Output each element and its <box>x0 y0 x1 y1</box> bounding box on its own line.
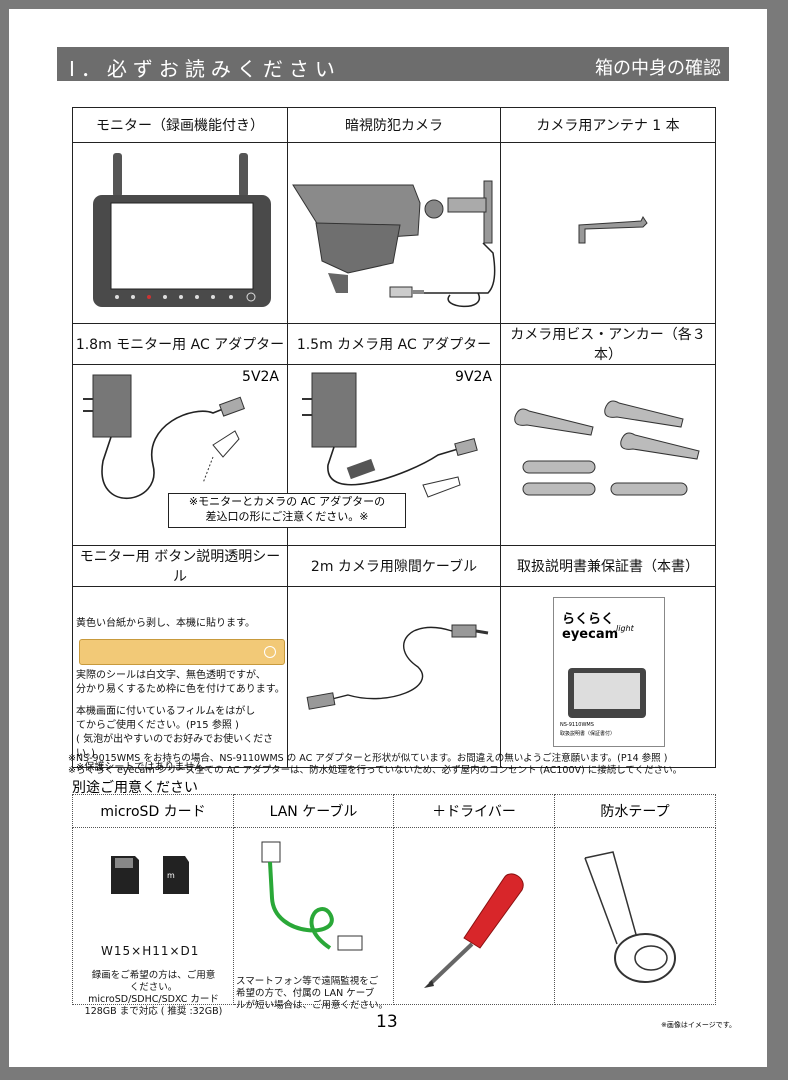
screwdriver-illustration <box>424 873 524 988</box>
lan-note: スマートフォン等で遠隔監視をご 希望の方で、付属の LAN ケーブ ルが短い場合… <box>236 976 389 1011</box>
monitor-adapter-illustration <box>83 374 245 500</box>
manual-cell: らくらくeyecam light NS-9110WMS 取扱説明書（保証書付） <box>500 586 716 768</box>
camera-adapter-voltage: 9V2A <box>455 369 492 385</box>
item-cable-label: 2m カメラ用隙間ケーブル <box>287 545 501 587</box>
contents-table: モニター（録画機能付き） 暗視防犯カメラ カメラ用アンテナ 1 本 <box>72 107 716 773</box>
screws-illustration <box>514 400 700 496</box>
antenna-illustration <box>578 216 648 244</box>
film-note: 本機画面に付いているフィルムをはがし てからご使用ください。(P15 参照 ) … <box>76 706 274 773</box>
manual-title: 取扱説明書（保証書付） <box>560 731 616 737</box>
screws-cell <box>500 364 716 546</box>
section-header: I．必ずお読みください 箱の中身の確認 <box>57 47 729 81</box>
camera-illustration <box>292 180 496 308</box>
antenna-image-cell <box>500 142 716 324</box>
seal-note: 実際のシールは白文字、無色透明ですが、 分かり易くするため枠に色を付けてあります… <box>76 670 285 695</box>
item-screws-label: カメラ用ビス・アンカー（各３本） <box>500 323 716 365</box>
extra-sd-label: microSD カード <box>72 794 234 828</box>
adapter-warning: ※モニターとカメラの AC アダプターの 差込口の形にご注意ください。※ <box>168 493 406 528</box>
camera-adapter-illustration <box>302 372 478 498</box>
monitor-adapter-voltage: 5V2A <box>242 369 279 385</box>
manual-light: light <box>616 624 634 633</box>
item-manual-label: 取扱説明書兼保証書（本書） <box>500 545 716 587</box>
section-subtitle: 箱の中身の確認 <box>595 58 721 79</box>
sd-cell: m W15×H11×D1 録画をご希望の方は、ご用意 ください。 microSD… <box>72 827 234 1017</box>
monitor-illustration <box>93 153 271 307</box>
image-footnote: ※画像はイメージです。 <box>660 1021 736 1029</box>
item-antenna-label: カメラ用アンテナ 1 本 <box>500 107 716 143</box>
manual-brand: らくらくeyecam <box>562 612 619 642</box>
camera-image-cell <box>287 142 501 324</box>
tape-illustration <box>584 851 676 983</box>
notes: ※NS-9015WMS をお持ちの場合、NS-9110WMS の AC アダプタ… <box>68 753 683 776</box>
lan-cable-illustration <box>261 841 363 951</box>
extras-title: 別途ご用意ください <box>72 780 198 796</box>
extra-driver-label: ＋ドライバー <box>393 794 555 828</box>
lan-cell: スマートフォン等で遠隔監視をご 希望の方で、付属の LAN ケーブ ルが短い場合… <box>233 827 394 1011</box>
seal-instruction: 黄色い台紙から剥し、本機に貼ります。 <box>76 618 255 629</box>
item-monitor-label: モニター（録画機能付き） <box>72 107 288 143</box>
cable-cell <box>287 586 501 768</box>
tape-cell <box>554 827 716 1005</box>
extras-table: microSD カード LAN ケーブル ＋ドライバー 防水テープ m W15×… <box>72 794 716 1017</box>
section-title: I．必ずお読みください <box>69 57 341 81</box>
cable-illustration <box>306 624 489 710</box>
seal-sample <box>79 639 285 665</box>
item-camera-label: 暗視防犯カメラ <box>287 107 501 143</box>
extra-lan-label: LAN ケーブル <box>233 794 394 828</box>
manual-model: NS-9110WMS <box>560 722 594 728</box>
seal-cell: 黄色い台紙から剥し、本機に貼ります。 実際のシールは白文字、無色透明ですが、 分… <box>72 586 288 773</box>
manual-cover: らくらくeyecam light NS-9110WMS 取扱説明書（保証書付） <box>553 597 665 747</box>
extra-tape-label: 防水テープ <box>554 794 716 828</box>
sd-size: W15×H11×D1 <box>101 944 200 958</box>
item-seal-label: モニター用 ボタン説明透明シール <box>72 545 288 587</box>
sd-note: 録画をご希望の方は、ご用意 ください。 microSD/SDHC/SDXC カー… <box>84 970 223 1017</box>
driver-cell <box>393 827 555 1005</box>
item-camera-adapter-label: 1.5m カメラ用 AC アダプター <box>287 323 501 365</box>
item-monitor-adapter-label: 1.8m モニター用 AC アダプター <box>72 323 288 365</box>
svg-text:m: m <box>167 871 175 880</box>
page-number: 13 <box>376 1012 398 1032</box>
monitor-image-cell <box>72 142 288 324</box>
sd-card-illustration: m <box>111 856 189 894</box>
